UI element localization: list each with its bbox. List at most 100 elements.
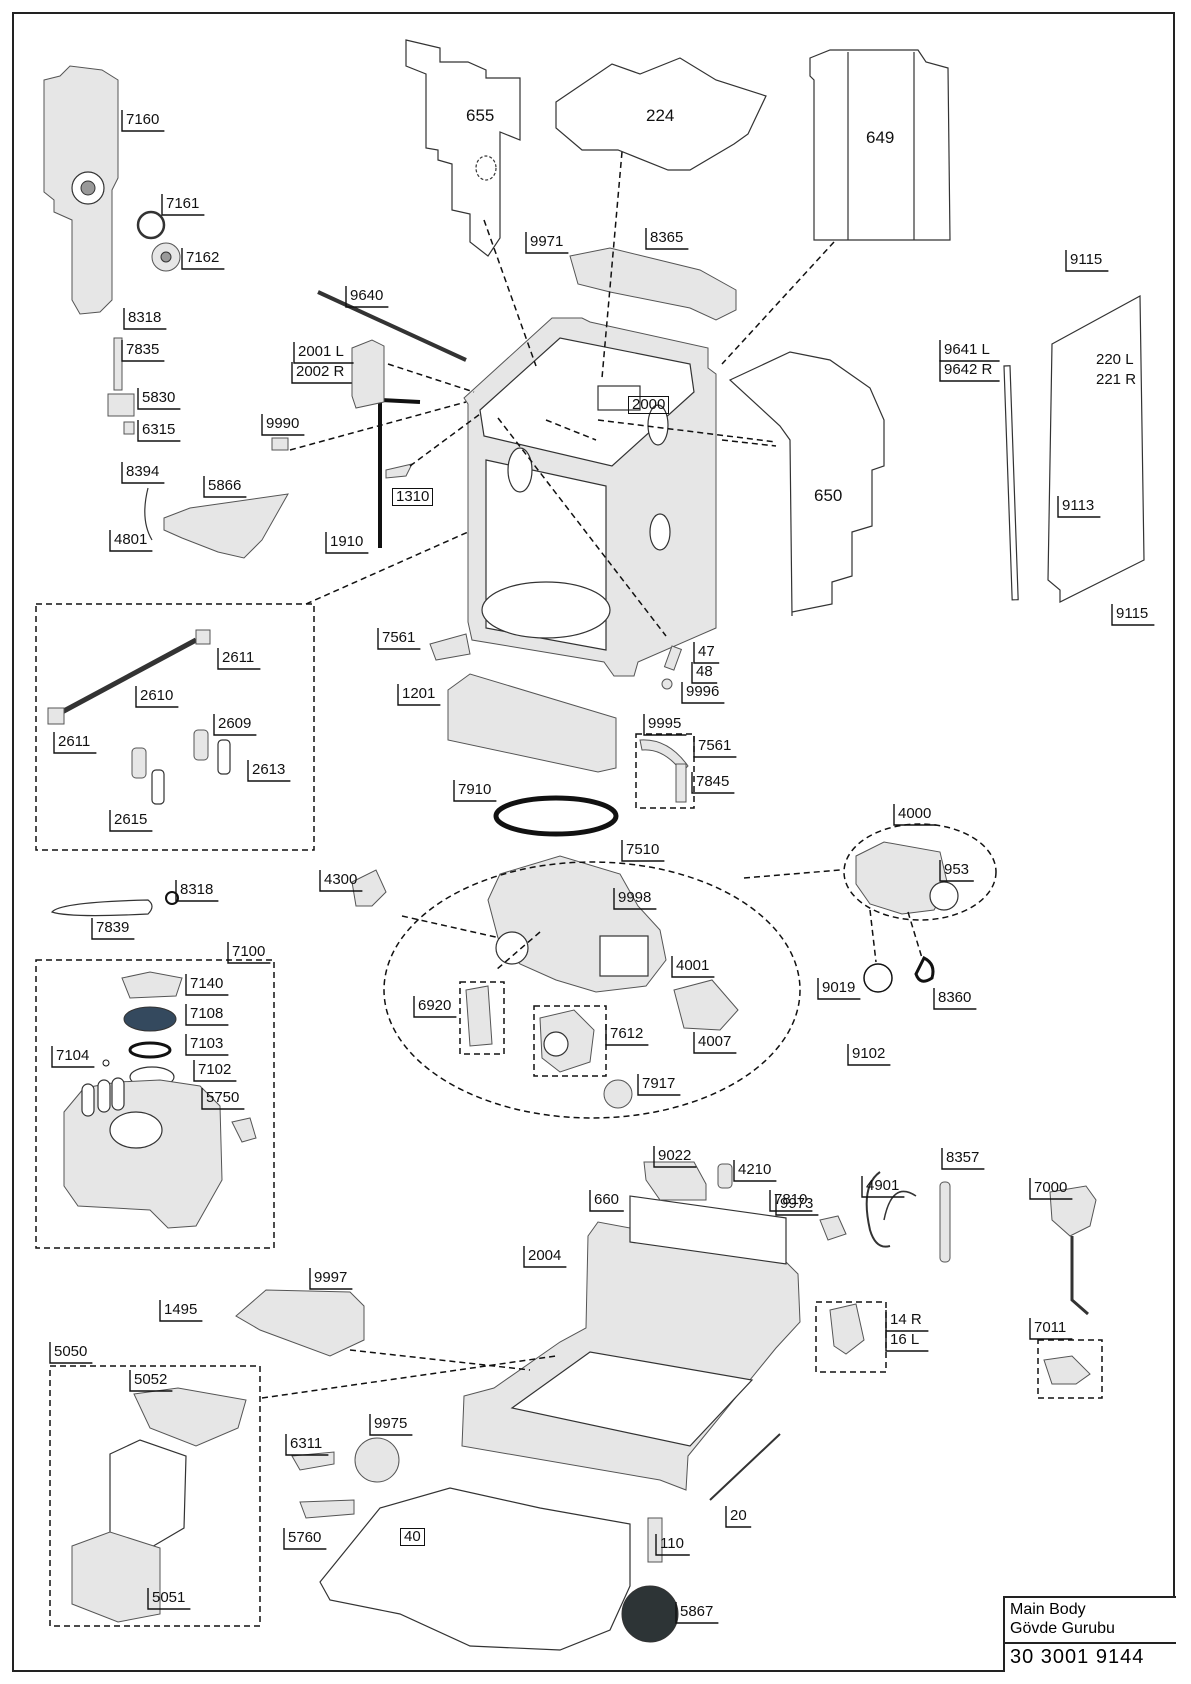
label-underline bbox=[653, 1146, 697, 1168]
part-label: 9115 bbox=[1070, 251, 1103, 268]
part-label: 9998 bbox=[618, 889, 652, 906]
title-block-code: 30 3001 9144 bbox=[1010, 1646, 1145, 1668]
label-underline bbox=[261, 414, 305, 436]
part-label: 47 bbox=[698, 643, 715, 660]
part-label: 9996 bbox=[686, 683, 720, 700]
part-5866 bbox=[163, 493, 289, 559]
label-underline bbox=[605, 1024, 649, 1046]
label-underline bbox=[123, 308, 167, 330]
label-underline bbox=[309, 1268, 353, 1290]
label-underline bbox=[675, 1602, 719, 1624]
part-label: 2615 bbox=[114, 811, 148, 828]
part-label: 7161 bbox=[166, 195, 200, 212]
part-label: 9113 bbox=[1062, 497, 1095, 514]
part-label: 4210 bbox=[738, 1161, 772, 1178]
part-40-tray bbox=[319, 1487, 631, 1651]
part-label: 2609 bbox=[218, 715, 252, 732]
part-label: 7162 bbox=[186, 249, 220, 266]
label-underline bbox=[213, 714, 257, 736]
part-label: 7160 bbox=[126, 111, 160, 128]
part-649-panel bbox=[809, 49, 951, 241]
label-underline bbox=[693, 642, 720, 664]
label-underline bbox=[369, 1414, 413, 1436]
label-underline bbox=[1111, 604, 1155, 626]
part-label: 4901 bbox=[866, 1177, 900, 1194]
label-underline bbox=[247, 760, 291, 782]
label-underline bbox=[53, 732, 97, 754]
label-underline bbox=[525, 232, 569, 254]
part-label: 7845 bbox=[696, 773, 730, 790]
label-underline bbox=[691, 772, 735, 794]
part-label: 9997 bbox=[314, 1269, 348, 1286]
part-label: 9019 bbox=[822, 979, 856, 996]
part-label: 660 bbox=[594, 1191, 620, 1208]
label-underline bbox=[377, 628, 421, 650]
part-label: 2002 R bbox=[296, 363, 345, 380]
label-underline bbox=[159, 1300, 203, 1322]
part-label: 7140 bbox=[190, 975, 224, 992]
part-label: 9990 bbox=[266, 415, 300, 432]
part-label-220: 220 L bbox=[1096, 351, 1134, 368]
label-underline bbox=[939, 360, 1000, 382]
part-label: 1910 bbox=[330, 533, 364, 550]
part-label: 9641 L bbox=[944, 341, 990, 358]
part-label: 5866 bbox=[208, 477, 242, 494]
label-underline bbox=[681, 682, 725, 704]
label-underline bbox=[49, 1342, 93, 1364]
label-underline bbox=[185, 1004, 229, 1026]
label-underline bbox=[135, 686, 179, 708]
part-label: 9102 bbox=[852, 1045, 886, 1062]
part-label: 7102 bbox=[198, 1061, 232, 1078]
drawing-frame bbox=[12, 12, 1175, 1672]
part-4000-motor bbox=[855, 841, 949, 915]
part-label: 48 bbox=[696, 663, 713, 680]
label-underline bbox=[523, 1246, 567, 1268]
part-label: 4001 bbox=[676, 957, 710, 974]
part-650-insulation bbox=[728, 351, 885, 617]
part-label: 6920 bbox=[418, 997, 452, 1014]
part-label-649: 649 bbox=[866, 128, 895, 147]
label-underline bbox=[137, 388, 181, 410]
label-underline bbox=[147, 1588, 191, 1610]
part-label: 7103 bbox=[190, 1035, 224, 1052]
part-label: 5052 bbox=[134, 1371, 168, 1388]
part-label: 7104 bbox=[56, 1047, 90, 1064]
label-underline bbox=[861, 1176, 905, 1198]
part-label: 2611 bbox=[222, 649, 255, 666]
title-block-divider bbox=[1005, 1642, 1176, 1644]
label-underline bbox=[655, 1534, 690, 1556]
label-underline bbox=[941, 1148, 985, 1170]
label-underline bbox=[181, 248, 225, 270]
part-label: 953 bbox=[944, 861, 970, 878]
part-label: 4801 bbox=[114, 531, 148, 548]
part-label-1310: 1310 bbox=[392, 488, 434, 506]
part-label-221: 221 R bbox=[1096, 371, 1137, 388]
part-label: 20 bbox=[730, 1507, 747, 1524]
label-underline bbox=[1029, 1178, 1073, 1200]
part-label: 2611 bbox=[58, 733, 91, 750]
part-label: 7561 bbox=[698, 737, 732, 754]
part-label: 9115 bbox=[1116, 605, 1149, 622]
label-underline bbox=[1029, 1318, 1073, 1340]
part-2004-base bbox=[461, 1221, 801, 1491]
part-label: 9640 bbox=[350, 287, 384, 304]
part-label: 8360 bbox=[938, 989, 972, 1006]
label-underline bbox=[817, 978, 861, 1000]
part-label: 7561 bbox=[382, 629, 416, 646]
part-1201 bbox=[447, 673, 617, 773]
part-label-650: 650 bbox=[814, 486, 843, 505]
label-underline bbox=[193, 1060, 237, 1082]
part-label: 2610 bbox=[140, 687, 174, 704]
label-underline bbox=[121, 110, 165, 132]
label-underline bbox=[637, 1074, 681, 1096]
part-label-655: 655 bbox=[466, 106, 495, 125]
part-label: 8318 bbox=[128, 309, 162, 326]
part-label: 7910 bbox=[458, 781, 492, 798]
part-label: 5867 bbox=[680, 1603, 714, 1620]
label-underline bbox=[175, 880, 219, 902]
label-underline bbox=[693, 1032, 737, 1054]
part-label: 16 L bbox=[890, 1331, 920, 1348]
part-label: 7108 bbox=[190, 1005, 224, 1022]
label-underline bbox=[185, 1034, 229, 1056]
label-underline bbox=[293, 342, 354, 364]
